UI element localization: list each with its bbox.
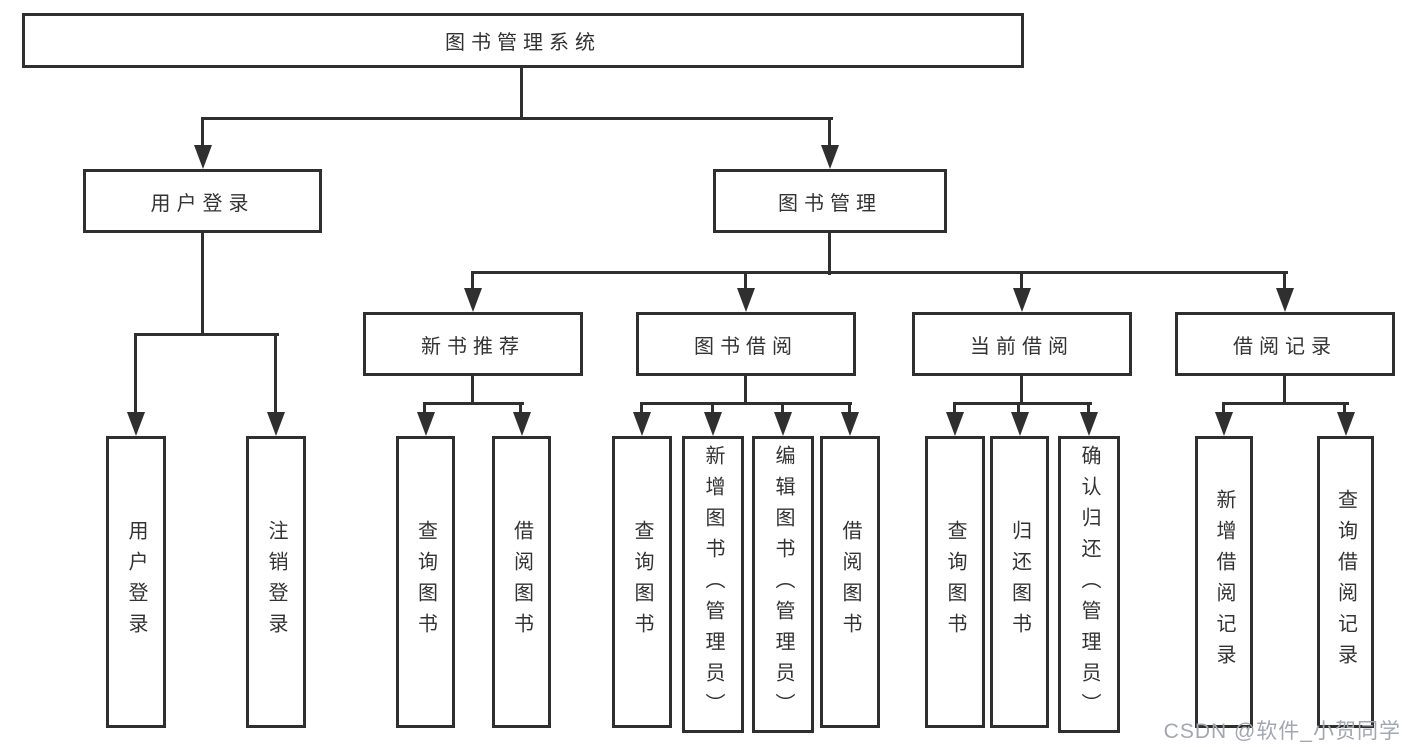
node-book-management: 图书管理: [713, 169, 947, 233]
arrow-down-icon: [513, 412, 531, 436]
connector-line: [1020, 271, 1023, 290]
connector-line: [828, 117, 831, 147]
leaf-logout: 注销登录: [246, 436, 306, 728]
arrow-down-icon: [704, 412, 722, 436]
arrow-down-icon: [194, 145, 212, 169]
connector-line: [1020, 374, 1023, 405]
leaf-add-borrow-record: 新增借阅记录: [1195, 436, 1253, 728]
connector-line: [134, 333, 279, 336]
node-book-borrow: 图书借阅: [636, 312, 856, 376]
connector-line: [134, 333, 137, 414]
connector-line: [744, 271, 747, 290]
node-current-borrow: 当前借阅: [912, 312, 1132, 376]
arrow-down-icon: [1080, 412, 1098, 436]
leaf-query-book-2: 查询图书: [612, 436, 672, 728]
connector-line: [1017, 402, 1020, 414]
leaf-borrow-book-2: 借阅图书: [820, 436, 880, 728]
arrow-down-icon: [774, 412, 792, 436]
connector-line: [423, 402, 426, 414]
connector-line: [519, 402, 522, 414]
connector-line: [471, 271, 474, 290]
connector-line: [640, 402, 852, 405]
arrow-down-icon: [127, 412, 145, 436]
connector-line: [471, 271, 1288, 274]
arrow-down-icon: [821, 145, 839, 169]
connector-line: [274, 333, 277, 414]
arrow-down-icon: [1013, 288, 1031, 312]
leaf-query-borrow-record: 查询借阅记录: [1317, 436, 1374, 728]
connector-line: [520, 66, 523, 119]
leaf-edit-book-admin: 编辑图书（管理员）: [752, 436, 814, 733]
leaf-borrow-book-1: 借阅图书: [492, 436, 551, 728]
node-root: 图书管理系统: [22, 13, 1024, 68]
leaf-return-book: 归还图书: [990, 436, 1049, 728]
arrow-down-icon: [946, 412, 964, 436]
connector-line: [1283, 374, 1286, 405]
connector-line: [828, 231, 831, 275]
node-borrow-records: 借阅记录: [1175, 312, 1395, 376]
connector-line: [1087, 402, 1090, 414]
leaf-user-login: 用户登录: [106, 436, 166, 728]
connector-line: [744, 374, 747, 405]
connector-line: [1222, 402, 1225, 414]
connector-line: [1343, 402, 1346, 414]
watermark-text: CSDN @软件_小贺同学: [1163, 720, 1401, 743]
arrow-down-icon: [267, 412, 285, 436]
leaf-add-book-admin: 新增图书（管理员）: [682, 436, 744, 733]
arrow-down-icon: [1011, 412, 1029, 436]
connector-line: [640, 402, 643, 414]
arrow-down-icon: [417, 412, 435, 436]
connector-line: [201, 117, 833, 120]
connector-line: [711, 402, 714, 414]
arrow-down-icon: [633, 412, 651, 436]
arrow-down-icon: [1215, 412, 1233, 436]
node-new-book-recommend: 新书推荐: [363, 312, 583, 376]
arrow-down-icon: [841, 412, 859, 436]
leaf-query-book-3: 查询图书: [925, 436, 985, 728]
arrow-down-icon: [464, 288, 482, 312]
leaf-confirm-return-admin: 确认归还（管理员）: [1058, 436, 1120, 733]
connector-line: [781, 402, 784, 414]
arrow-down-icon: [737, 288, 755, 312]
connector-line: [953, 402, 1092, 405]
arrow-down-icon: [1276, 288, 1294, 312]
connector-line: [423, 402, 524, 405]
connector-line: [471, 374, 474, 405]
node-user-login: 用户登录: [83, 169, 322, 233]
leaf-query-book-1: 查询图书: [396, 436, 455, 728]
connector-line: [201, 117, 204, 147]
connector-line: [1222, 402, 1349, 405]
connector-line: [953, 402, 956, 414]
connector-line: [201, 231, 204, 336]
connector-line: [1283, 271, 1286, 290]
arrow-down-icon: [1337, 412, 1355, 436]
connector-line: [848, 402, 851, 414]
